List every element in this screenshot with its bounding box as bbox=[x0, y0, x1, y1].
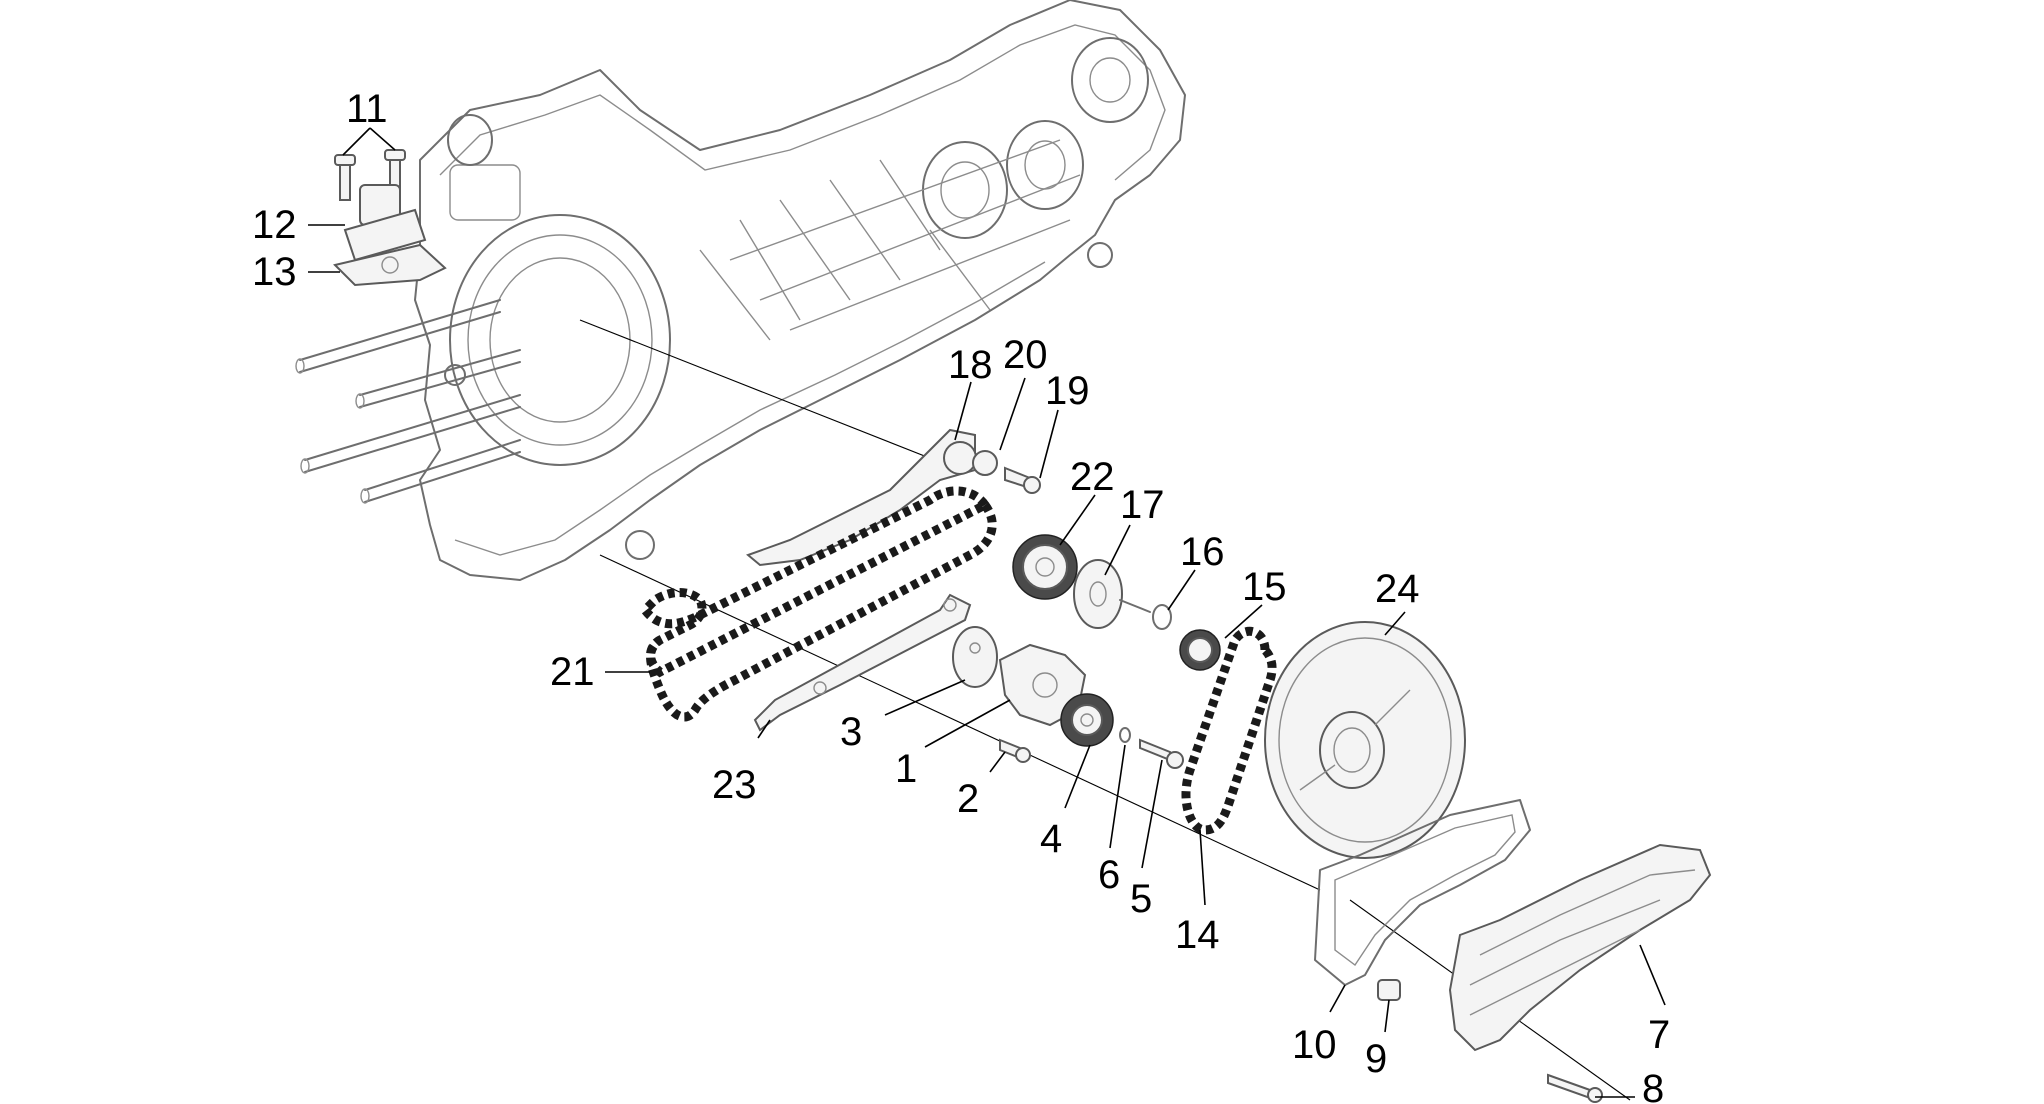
drive-chain-21 bbox=[639, 486, 997, 722]
callout-22: 22 bbox=[1070, 455, 1115, 499]
callout-14: 14 bbox=[1175, 913, 1220, 957]
crankcase-housing bbox=[295, 0, 1186, 581]
callout-10: 10 bbox=[1292, 1023, 1337, 1067]
guide-pivot-group bbox=[746, 428, 1041, 567]
callout-labels: 11 12 13 18 20 19 22 17 16 15 24 21 3 1 … bbox=[252, 87, 1670, 1104]
screw-8 bbox=[1547, 1073, 1591, 1100]
circlip-16 bbox=[1152, 604, 1172, 630]
callout-2: 2 bbox=[957, 777, 979, 821]
callout-7: 7 bbox=[1648, 1013, 1670, 1057]
oil-pump-group bbox=[952, 626, 1184, 769]
callout-17: 17 bbox=[1120, 483, 1165, 527]
callout-20: 20 bbox=[1003, 333, 1048, 377]
shaft-parts-group bbox=[1073, 559, 1221, 671]
washer-6 bbox=[1119, 727, 1131, 743]
chain-guide-23 bbox=[753, 593, 972, 732]
callout-15: 15 bbox=[1242, 565, 1287, 609]
pump-gasket-3 bbox=[952, 626, 998, 688]
callout-18: 18 bbox=[948, 343, 993, 387]
callout-4: 4 bbox=[1040, 817, 1062, 861]
leader-lines bbox=[308, 127, 1666, 1098]
callout-9: 9 bbox=[1365, 1037, 1387, 1081]
callout-3: 3 bbox=[840, 710, 862, 754]
callout-13: 13 bbox=[252, 250, 297, 294]
bolt-5 bbox=[1139, 738, 1171, 762]
sprocket-22 bbox=[1012, 534, 1078, 600]
callout-11: 11 bbox=[346, 87, 388, 131]
chain-tensioner-group bbox=[333, 149, 447, 287]
callout-21: 21 bbox=[550, 650, 595, 694]
guide-bushing bbox=[972, 450, 998, 476]
callout-16: 16 bbox=[1180, 530, 1225, 574]
bushing-9 bbox=[1377, 979, 1401, 1001]
pump-cover-24 bbox=[1264, 621, 1466, 859]
callout-5: 5 bbox=[1130, 877, 1152, 921]
callout-1: 1 bbox=[895, 747, 917, 791]
callout-24: 24 bbox=[1375, 567, 1420, 611]
tensioner-chain-guide bbox=[746, 428, 976, 567]
callout-23: 23 bbox=[712, 763, 757, 807]
tensioner-gasket bbox=[333, 243, 447, 287]
callout-6: 6 bbox=[1098, 853, 1120, 897]
callout-8: 8 bbox=[1642, 1067, 1664, 1104]
disc-17 bbox=[1073, 559, 1123, 629]
callout-19: 19 bbox=[1045, 369, 1090, 413]
oil-sump-7 bbox=[1448, 843, 1712, 1052]
callout-12: 12 bbox=[252, 203, 297, 247]
